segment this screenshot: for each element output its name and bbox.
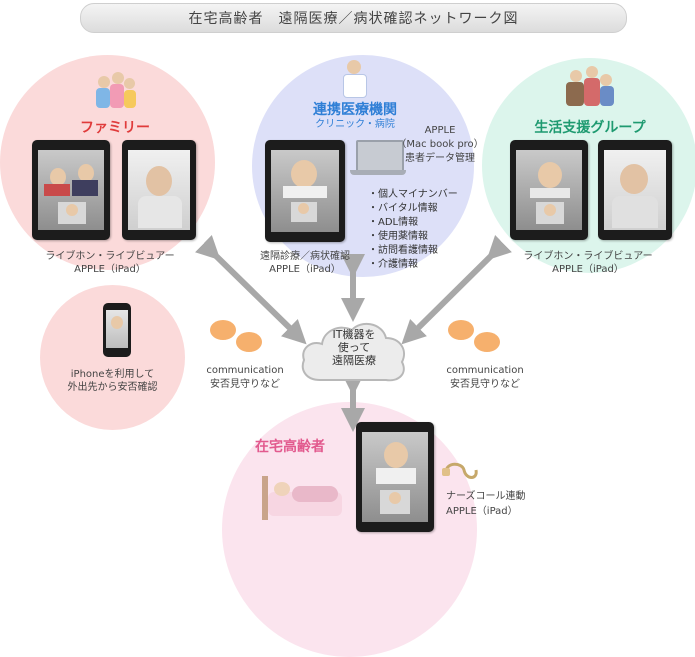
medical-info-item: ・ADL情報 <box>368 217 419 228</box>
medical-subtitle: クリニック・病院 <box>315 119 395 130</box>
family-title: ファミリー <box>80 120 150 136</box>
medical-caption-1: 遠隔診療／病状確認 <box>260 251 350 262</box>
arrow-support-cloud <box>401 235 512 345</box>
home-caption-1: ナーズコール連動 <box>446 491 526 502</box>
support-title: 生活支援グループ <box>534 120 646 136</box>
medical-title: 連携医療機関 <box>313 102 397 118</box>
support-illustration-icon <box>564 64 616 110</box>
support-caption-1: ライブホン・ライブビュアー <box>523 251 653 262</box>
comm-left-line1: communication <box>206 365 284 376</box>
speech-bubbles-left-icon <box>210 320 268 360</box>
diagram-title: 在宅高齢者 遠隔医療／病状確認ネットワーク図 <box>80 3 627 33</box>
support-caption-2: APPLE（iPad） <box>552 264 624 275</box>
doctor-illustration-icon <box>340 58 368 98</box>
arrow-family-cloud <box>195 235 307 345</box>
comm-right-line2: 安否見守りなど <box>450 379 520 390</box>
comm-right-line1: communication <box>446 365 524 376</box>
home-title: 在宅高齢者 <box>255 439 325 455</box>
medical-info-item: ・個人マイナンバー <box>368 189 458 200</box>
it-cloud: IT機器を 使って 遠隔医療 <box>298 318 410 386</box>
comm-left-line2: 安否見守りなど <box>210 379 280 390</box>
support-ipad-videocall <box>510 140 588 240</box>
iphone-device <box>103 303 131 357</box>
medical-ipad <box>265 140 345 242</box>
home-caption-2: APPLE（iPad） <box>446 506 518 517</box>
medical-info-item: ・訪問看護情報 <box>368 245 438 256</box>
iphone-caption-2: 外出先から安否確認 <box>67 382 158 393</box>
connection-arrows <box>195 235 512 432</box>
family-ipad-photo <box>122 140 196 240</box>
medical-apple-line2: （Mac book pro） <box>396 139 484 150</box>
family-caption-2: APPLE（iPad） <box>74 264 146 275</box>
cloud-shape-icon <box>301 322 405 382</box>
medical-info-item: ・バイタル情報 <box>368 203 438 214</box>
medical-info-item: ・介護情報 <box>368 259 418 270</box>
nurse-call-cable-icon <box>440 458 480 486</box>
medical-caption-2: APPLE（iPad） <box>269 264 341 275</box>
support-ipad-photo <box>598 140 672 240</box>
family-illustration-icon <box>94 70 136 110</box>
cloud-line-3: 遠隔医療 <box>332 354 376 367</box>
speech-bubbles-right-icon <box>448 320 506 360</box>
family-ipad-videocall <box>32 140 110 240</box>
iphone-caption-1: iPhoneを利用して <box>70 369 155 380</box>
cloud-line-1: IT機器を <box>332 328 376 341</box>
medical-apple-line1: APPLE <box>424 125 456 136</box>
family-caption-1: ライブホン・ライブビュアー <box>45 251 175 262</box>
medical-info-list: ・個人マイナンバー ・バイタル情報 ・ADL情報 ・使用薬情報 ・訪問看護情報 … <box>368 188 458 272</box>
macbook-icon <box>350 140 406 178</box>
medical-info-item: ・使用薬情報 <box>368 231 428 242</box>
medical-apple-line3: 患者データ管理 <box>405 153 475 164</box>
home-ipad <box>356 422 434 532</box>
cloud-line-2: 使って <box>337 341 371 354</box>
bed-illustration-icon <box>262 462 344 522</box>
